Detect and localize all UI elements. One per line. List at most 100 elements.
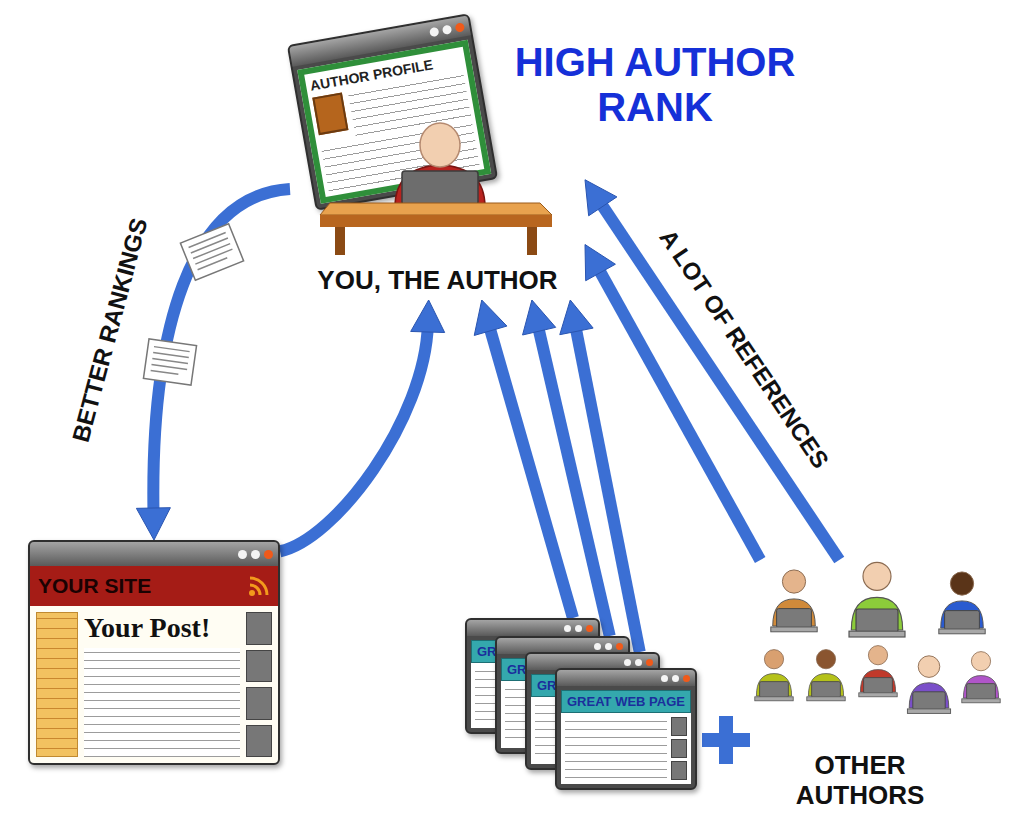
lines-part	[84, 648, 240, 757]
dot-part	[683, 675, 690, 682]
dot-part	[429, 26, 439, 36]
author-figure: YOU, THE AUTHOR	[290, 115, 585, 300]
flow-arrow	[280, 300, 445, 551]
path-part	[395, 165, 485, 207]
circle-part	[249, 590, 255, 596]
rect-part	[771, 627, 817, 632]
rect-part	[856, 609, 898, 632]
sbody-part: Your Post!	[30, 606, 278, 763]
gsq-part	[671, 739, 687, 758]
arrow-shaft	[280, 324, 428, 551]
person-figure-part	[939, 572, 985, 634]
person-figure-part	[755, 650, 793, 701]
circle-part	[971, 652, 990, 671]
person-figure-part	[907, 656, 950, 714]
path-part	[151, 347, 190, 376]
authors-group: OTHER AUTHORS	[750, 560, 1005, 815]
node-label: GREAT WEB PAGE	[567, 694, 685, 709]
hd-part: GREAT WEB PAGE	[561, 690, 691, 713]
node-label: YOUR SITE	[38, 574, 151, 598]
person-figure-part	[859, 646, 897, 697]
dot-part	[575, 625, 582, 632]
person-figure-part	[771, 570, 817, 632]
rect-part	[777, 609, 812, 628]
arrow-head	[474, 300, 507, 335]
arrow-head	[136, 508, 170, 540]
rect-part	[335, 227, 345, 255]
person-figure-part	[962, 652, 1000, 703]
flow-arrow	[585, 180, 839, 560]
lines-part	[565, 717, 667, 780]
sq-part	[312, 93, 348, 136]
circle-part	[764, 650, 783, 669]
gsq-part	[246, 650, 272, 683]
fig-part	[290, 115, 585, 265]
dot-part	[564, 625, 571, 632]
circle-part	[816, 650, 835, 669]
lcol-part	[36, 612, 78, 757]
web-page-window: GREAT WEB PAGE	[555, 668, 697, 790]
rect-part	[812, 682, 841, 698]
rect-part	[719, 716, 733, 764]
rcol-part	[246, 612, 272, 757]
gsq-part	[671, 761, 687, 780]
arrow-shaft	[575, 324, 640, 652]
rect-part	[755, 697, 793, 701]
dot-part	[661, 675, 668, 682]
node-label: YOU, THE AUTHOR	[290, 265, 585, 296]
dot-part	[442, 24, 452, 34]
polygon-part	[320, 203, 552, 215]
tb-part	[30, 542, 278, 566]
rect-part	[967, 684, 996, 700]
paper-sheet	[143, 339, 196, 385]
arrow-shaft	[598, 200, 839, 560]
rect-part	[807, 697, 845, 701]
rect-part	[143, 339, 196, 385]
paper-sheet	[180, 224, 243, 281]
mcol-part: Your Post!	[84, 612, 240, 757]
dot-part	[264, 550, 273, 559]
pbody-part	[561, 713, 691, 784]
arrow-label: BETTER RANKINGS	[67, 215, 154, 445]
circle-part	[950, 572, 973, 595]
rect-part	[180, 224, 243, 281]
rect-part	[939, 629, 985, 634]
flow-arrow	[136, 189, 290, 540]
arrow-shaft	[488, 323, 573, 618]
gsq-part	[246, 687, 272, 720]
rect-part	[402, 171, 478, 205]
dot-part	[594, 643, 601, 650]
node-label: OTHER AUTHORS	[780, 751, 940, 811]
rect-part	[760, 682, 789, 698]
circle-part	[863, 562, 891, 590]
arrow-head	[560, 300, 593, 335]
tb-part	[557, 670, 695, 686]
rect-part	[962, 699, 1000, 703]
ellipse-part	[420, 123, 460, 167]
circle-part	[868, 646, 887, 665]
flow-arrow	[474, 300, 573, 618]
gsq-part	[246, 612, 272, 645]
arrow-label: A LOT OF REFERENCES	[654, 224, 835, 473]
rcol-part	[671, 717, 687, 780]
diagram-title: HIGH AUTHOR RANK	[495, 40, 815, 130]
path-part	[250, 578, 267, 595]
bar-part: YOUR SITE	[30, 566, 278, 606]
dot-part	[455, 22, 465, 32]
arrow-head	[523, 300, 556, 335]
arrow-shaft	[537, 323, 609, 636]
dot-part	[646, 659, 653, 666]
arrow-head	[585, 245, 615, 281]
path-part	[250, 585, 260, 595]
dot-part	[586, 625, 593, 632]
gsq-part	[246, 725, 272, 758]
plus-sign	[702, 716, 750, 764]
dot-part	[238, 550, 247, 559]
dot-part	[605, 643, 612, 650]
rect-part	[849, 631, 905, 637]
site-window: YOUR SITE Your Post!	[28, 540, 280, 765]
circle-part	[782, 570, 805, 593]
dot-part	[251, 550, 260, 559]
arrow-head	[585, 180, 617, 216]
